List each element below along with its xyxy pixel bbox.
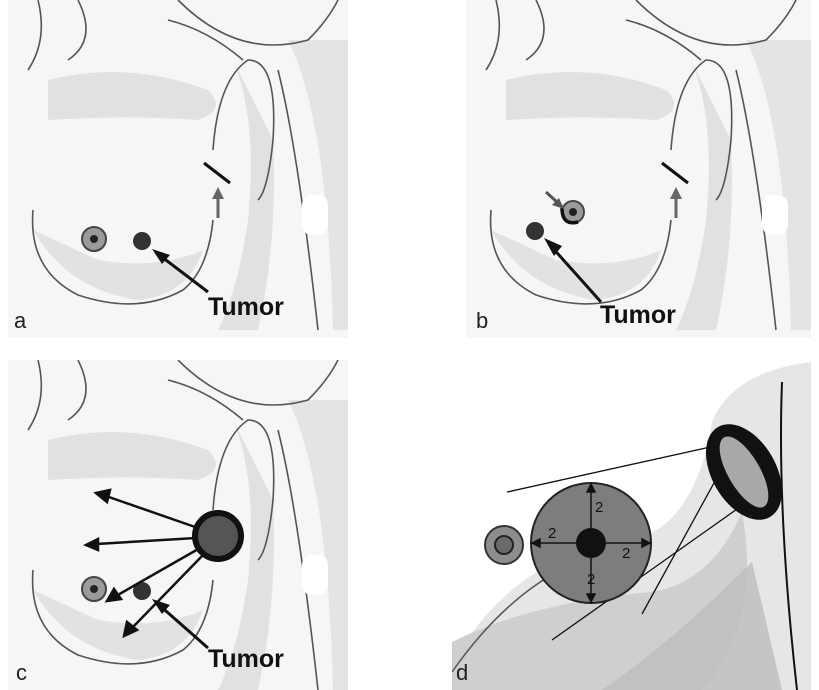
margin-label-top: 2 [595, 499, 603, 516]
white-patch [302, 195, 328, 235]
panel-d-drawing: 2 2 2 2 [452, 362, 811, 690]
breast-shading [33, 230, 203, 300]
tumor-label: Tumor [208, 645, 284, 674]
axillary-marker [204, 163, 230, 183]
shoulder-line [636, 0, 796, 45]
panel-a: a Tumor [8, 0, 348, 338]
panel-d: 2 2 2 2 d [452, 362, 811, 690]
nipple-center [90, 585, 98, 593]
radiation-source [195, 513, 241, 559]
nipple-center [569, 208, 577, 216]
panel-b-drawing [466, 0, 811, 338]
side-shading [288, 40, 348, 330]
panel-a-drawing [8, 0, 348, 338]
side-shading [288, 400, 348, 690]
tumor-mass [526, 222, 544, 240]
tumor-label: Tumor [600, 301, 676, 330]
radiation-beams [86, 490, 205, 636]
side-shading [746, 40, 811, 330]
tumor-label: Tumor [208, 293, 284, 322]
axillary-marker [662, 163, 688, 183]
clavicle-line [486, 0, 701, 70]
panel-c: c Tumor [8, 360, 348, 690]
panel-letter: c [16, 660, 27, 686]
white-patch [762, 195, 788, 235]
clavicle-line [28, 360, 243, 430]
shoulder-line [178, 0, 338, 45]
panel-letter: b [476, 308, 488, 334]
panel-letter: d [456, 660, 468, 686]
tumor-core [576, 528, 606, 558]
axillary-arrow-head [670, 187, 682, 199]
axilla-shading [218, 60, 274, 330]
margin-label-left: 2 [548, 525, 556, 542]
clavicle-line [28, 0, 243, 70]
margin-label-bottom: 2 [587, 571, 595, 588]
nipple-center [495, 536, 513, 554]
shoulder-line [178, 360, 338, 405]
panel-letter: a [14, 308, 26, 334]
tumor-mass [133, 232, 151, 250]
chest-shading [48, 72, 216, 120]
breast-shading [491, 230, 661, 300]
nipple-center [90, 235, 98, 243]
panel-b: b Tumor [466, 0, 811, 338]
white-patch [302, 555, 328, 595]
chest-shading [506, 72, 674, 120]
axilla-shading [676, 60, 732, 330]
panel-c-drawing [8, 360, 348, 690]
axillary-arrow-head [212, 187, 224, 199]
chest-shading [48, 432, 216, 480]
margin-label-right: 2 [622, 545, 630, 562]
